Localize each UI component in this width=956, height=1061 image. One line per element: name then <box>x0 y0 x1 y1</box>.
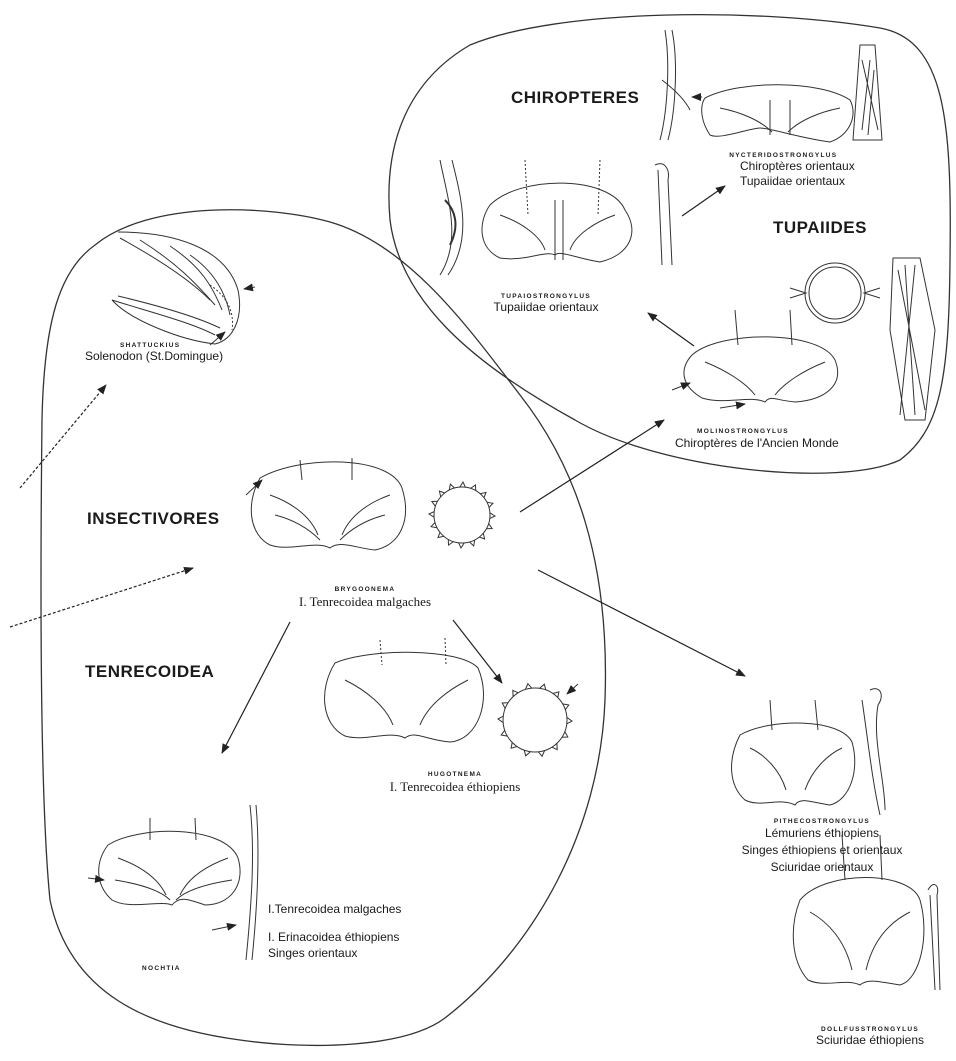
arrow-to-nycteridostrongylus <box>682 186 725 216</box>
genus-name-nochtia: NOCHTIA <box>142 965 181 972</box>
host-line: I. Tenrecoidea éthiopiens <box>365 778 545 796</box>
hugotnema-figure <box>325 638 578 752</box>
host-line: Sciuridae orientaux <box>722 859 922 876</box>
host-line: Lémuriens éthiopiens <box>722 825 922 842</box>
taxon-tupaiostrongylus: TUPAIOSTRONGYLUS Tupaiidae orientaux <box>446 293 646 315</box>
host-line: Tupaiidae orientaux <box>446 300 646 315</box>
taxon-shattuckius: SHATTUCKIUS Solenodon (St.Domingue) <box>85 342 275 364</box>
taxon-pithecostrongylus: PITHECOSTRONGYLUS Lémuriens éthiopiens S… <box>722 818 922 876</box>
pithecostrongylus-figure <box>732 689 885 815</box>
genus-name: NYCTERIDOSTRONGYLUS <box>712 152 855 159</box>
host-line: I. Erinacoidea éthiopiens <box>268 929 401 945</box>
tupaiostrongylus-figure <box>440 160 672 275</box>
taxon-nochtia-hosts: I.Tenrecoidea malgaches I. Erinacoidea é… <box>268 901 401 961</box>
arrow-to-brygoonema <box>10 568 193 627</box>
brygoonema-synlophe-ridges <box>429 482 495 548</box>
taxon-hugotnema: HUGOTNEMA I. Tenrecoidea éthiopiens <box>365 771 545 796</box>
host-line: Solenodon (St.Domingue) <box>85 349 275 364</box>
synlophe-ridge <box>567 717 572 723</box>
taxon-molinostrongylus: MOLINOSTRONGYLUS Chiroptères de l'Ancien… <box>675 428 915 451</box>
synlophe-ridge <box>429 512 434 518</box>
host-line: I. Tenrecoidea malgaches <box>280 593 450 611</box>
chiropteres-region <box>389 15 950 474</box>
genus-name: BRYGOONEMA <box>280 586 450 593</box>
synlophe-ridge <box>459 543 465 548</box>
arrow-to-hugotnema <box>453 620 502 683</box>
arrow-to-shattuckius <box>20 385 106 488</box>
synlophe-ridge <box>460 482 466 487</box>
genus-name: TUPAIOSTRONGYLUS <box>446 293 646 300</box>
genus-name: HUGOTNEMA <box>365 771 545 778</box>
host-line: Singes éthiopiens et orientaux <box>722 842 922 859</box>
group-label-insectivores: INSECTIVORES <box>87 509 220 529</box>
shattuckius-figure <box>112 232 255 345</box>
genus-name: MOLINOSTRONGYLUS <box>697 428 915 435</box>
arrow-to-molinostrongylus <box>520 420 664 512</box>
group-label-tenrecoidea: TENRECOIDEA <box>85 662 214 682</box>
host-line: Tupaiidae orientaux <box>740 174 855 189</box>
arrow-to-pithecostrongylus <box>538 570 745 676</box>
group-label-tupaiides: TUPAIIDES <box>773 218 867 238</box>
taxon-nycteridostrongylus: NYCTERIDOSTRONGYLUS Chiroptères orientau… <box>712 152 855 189</box>
host-line: Singes orientaux <box>268 945 401 961</box>
synlophe-ridge <box>498 716 503 722</box>
host-line: Sciuridae éthiopiens <box>790 1033 950 1048</box>
nycteridostrongylus-figure <box>660 30 882 142</box>
hugotnema-synlophe-ridges <box>498 684 572 757</box>
arrow-to-nochtia <box>222 622 290 753</box>
nochtia-figure <box>88 805 258 960</box>
synlophe-ridge <box>490 513 495 519</box>
arrow-to-tupaiostrongylus <box>648 313 694 346</box>
group-label-chiropteres: CHIROPTERES <box>511 88 639 108</box>
genus-name: PITHECOSTRONGYLUS <box>722 818 922 825</box>
host-line: Chiroptères orientaux <box>740 159 855 174</box>
brygoonema-figure <box>246 458 490 550</box>
taxon-dollfusstrongylus: DOLLFUSSTRONGYLUS Sciuridae éthiopiens <box>790 1026 950 1048</box>
host-line: Chiroptères de l'Ancien Monde <box>675 435 915 451</box>
genus-name: SHATTUCKIUS <box>120 342 275 349</box>
host-line: I.Tenrecoidea malgaches <box>268 901 401 917</box>
genus-name: DOLLFUSSTRONGYLUS <box>790 1026 950 1033</box>
molinostrongylus-figure <box>672 258 935 420</box>
taxon-brygoonema: BRYGOONEMA I. Tenrecoidea malgaches <box>280 586 450 611</box>
